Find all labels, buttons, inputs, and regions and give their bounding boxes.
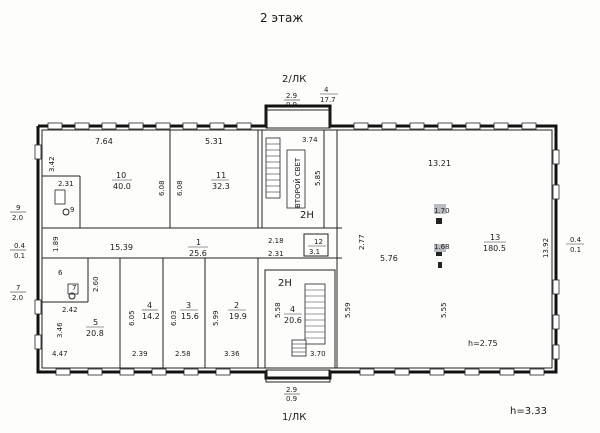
room-5-num: 5 (93, 318, 98, 327)
left-lower-den: 2.0 (12, 294, 23, 302)
dim-6-05: 6.05 (128, 310, 136, 326)
room-10-num: 10 (116, 171, 126, 180)
dim-5-58: 5.58 (274, 302, 282, 318)
dim-13-92: 13.92 (542, 238, 550, 258)
column-lower-dim: 1.68 (434, 243, 450, 251)
entrance-notches (265, 109, 331, 383)
second-light-label: ВТОРОЙ СВЕТ (293, 157, 302, 208)
room-3-num: 3 (186, 301, 191, 310)
room-3-area: 15.6 (181, 312, 199, 321)
dim-2-60: 2.60 (92, 276, 100, 292)
dim-3-70: 3.70 (310, 350, 326, 358)
room-7-num: 7 (72, 284, 76, 292)
entrance-top-label: 2/ЛК (282, 74, 306, 85)
dim-2-31b: 2.31 (268, 250, 284, 258)
windows-right (552, 149, 560, 360)
room-12-num: 12 (314, 238, 323, 246)
room-10-area: 40.0 (113, 182, 131, 191)
room-4a-area: 14.2 (142, 312, 160, 321)
entrance-bottom-dim-num: 2.9 (286, 386, 297, 394)
room-11-area: 32.3 (212, 182, 230, 191)
dim-3-46: 3.46 (56, 322, 64, 338)
left-mid-num: 0.4 (14, 242, 26, 250)
room-4a-num: 4 (147, 301, 152, 310)
windows-top (47, 122, 537, 130)
dim-6-08b: 6.08 (176, 180, 184, 196)
dim-5-55: 5.55 (440, 302, 448, 318)
column-upper-dim: 1.70 (434, 207, 450, 215)
right-mid-num: 0.4 (570, 236, 582, 244)
dim-6-08a: 6.08 (158, 180, 166, 196)
left-upper-num: 9 (16, 204, 20, 212)
room-11-num: 11 (216, 171, 226, 180)
room-4b-area: 20.6 (284, 316, 302, 325)
entrance-bottom-label: 1/ЛК (282, 412, 306, 423)
dim-2-58: 2.58 (175, 350, 191, 358)
dim-5-76: 5.76 (380, 254, 398, 263)
dim-1-89: 1.89 (52, 236, 60, 252)
stair-upper (265, 137, 306, 209)
sanitary-fixtures (54, 189, 79, 300)
hall-columns (434, 204, 446, 268)
dim-13-21: 13.21 (428, 159, 451, 168)
room-13-num: 13 (490, 233, 500, 242)
left-lower-num: 7 (16, 284, 20, 292)
dim-2-31: 2.31 (58, 180, 74, 188)
room-1-num: 1 (196, 238, 201, 247)
room-4b-num: 4 (290, 305, 295, 314)
dim-3-42: 3.42 (48, 156, 56, 172)
hall-height: h=2.75 (468, 339, 498, 348)
interior-walls (42, 129, 342, 369)
dim-2-77: 2.77 (358, 234, 366, 250)
left-upper-den: 2.0 (12, 214, 23, 222)
entrance-bottom-dim-den: 0.9 (286, 395, 297, 403)
dim-5-85: 5.85 (314, 170, 322, 186)
dim-3-74: 3.74 (302, 136, 318, 144)
entrance-top-room-num: 4 (324, 86, 329, 94)
room-13-area: 180.5 (483, 244, 506, 253)
dim-2-42: 2.42 (62, 306, 78, 314)
dim-2-18: 2.18 (268, 237, 284, 245)
room-2-num: 2 (234, 301, 239, 310)
dim-5-99: 5.99 (212, 310, 220, 326)
dim-7-64: 7.64 (95, 137, 113, 146)
room-2-area: 19.9 (229, 312, 247, 321)
dim-5-59: 5.59 (344, 302, 352, 318)
stair-lower (291, 283, 326, 357)
room-1-area: 25.6 (189, 249, 207, 258)
ceiling-height: h=3.33 (510, 406, 547, 417)
room-9-num: 9 (70, 206, 74, 214)
entrance-top-dim-num: 2.9 (286, 92, 297, 100)
room-12-area: 3.1 (309, 248, 320, 256)
dim-3-36: 3.36 (224, 350, 240, 358)
left-mid-den: 0.1 (14, 252, 25, 260)
dim-15-39: 15.39 (110, 243, 133, 252)
dim-5-31: 5.31 (205, 137, 223, 146)
dim-2-39: 2.39 (132, 350, 148, 358)
stair-lower-letter: 2Н (278, 278, 292, 289)
floor-title: 2 этаж (260, 11, 303, 25)
room-6-num: 6 (58, 269, 63, 277)
windows-left (34, 144, 42, 350)
entrance-top-dim-den: 0.9 (286, 101, 297, 109)
dim-6-03: 6.03 (170, 310, 178, 326)
stair-upper-letter: 2Н (300, 210, 314, 221)
entrance-top-room-area: 17.7 (320, 96, 336, 104)
room-5-area: 20.8 (86, 329, 104, 338)
exterior-walls (36, 104, 558, 380)
dim-4-47: 4.47 (52, 350, 68, 358)
right-mid-den: 0.1 (570, 246, 581, 254)
windows-bottom (55, 368, 545, 376)
